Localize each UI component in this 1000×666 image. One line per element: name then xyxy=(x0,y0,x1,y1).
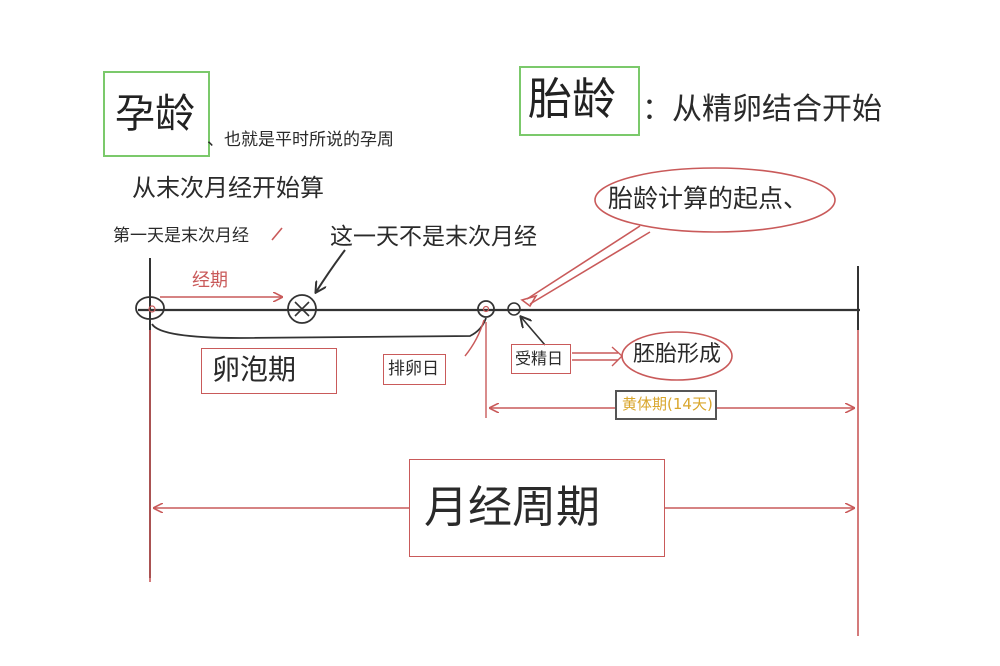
luteal-box xyxy=(615,390,717,420)
follicular-label: 卵泡期 xyxy=(212,353,297,386)
gestational-age-desc-1: 、也就是平时所说的孕周 xyxy=(207,130,394,150)
fertilization-arrow xyxy=(521,317,546,346)
callout-arrow-inner xyxy=(529,231,651,305)
cycle-box xyxy=(409,459,665,557)
fertilization-marker xyxy=(507,302,521,316)
gestational-age-box xyxy=(103,71,210,157)
first-day-tick xyxy=(271,227,283,241)
embryo-formation-label: 胚胎形成 xyxy=(633,342,722,367)
ovulation-marker xyxy=(477,300,495,318)
luteal-label: 黄体期(14天) xyxy=(622,395,713,413)
menses-oval xyxy=(135,296,165,320)
menses-label: 经期 xyxy=(192,270,228,291)
ovulation-pointer xyxy=(464,319,485,357)
embryonic-age-desc: ：从精卵结合开始 xyxy=(642,92,882,127)
ovulation-box xyxy=(383,354,446,385)
follicular-bracket xyxy=(151,317,487,339)
embryonic-age-callout: 胎龄计算的起点、 xyxy=(608,184,809,213)
callout-arrow-outer xyxy=(526,225,641,300)
fertilization-label: 受精日 xyxy=(515,349,564,368)
ovulation-label: 排卵日 xyxy=(388,359,439,379)
fertilization-box xyxy=(511,344,571,374)
cycle-label: 月经周期 xyxy=(424,482,600,533)
gestational-age-desc-2: 从末次月经开始算 xyxy=(132,174,324,202)
gestational-age-term: 孕龄 xyxy=(115,91,195,137)
callout-oval xyxy=(594,167,836,233)
embryonic-age-box xyxy=(519,66,640,136)
follicular-box xyxy=(201,348,337,394)
embryonic-age-term: 胎龄 xyxy=(528,74,616,125)
first-day-label: 第一天是末次月经 xyxy=(113,226,249,246)
not-this-day-label: 这一天不是末次月经 xyxy=(330,224,537,250)
x-circle-marker xyxy=(287,294,317,324)
not-day-arrow xyxy=(316,249,346,292)
menses-dot xyxy=(148,305,156,313)
embryo-oval xyxy=(621,331,733,381)
